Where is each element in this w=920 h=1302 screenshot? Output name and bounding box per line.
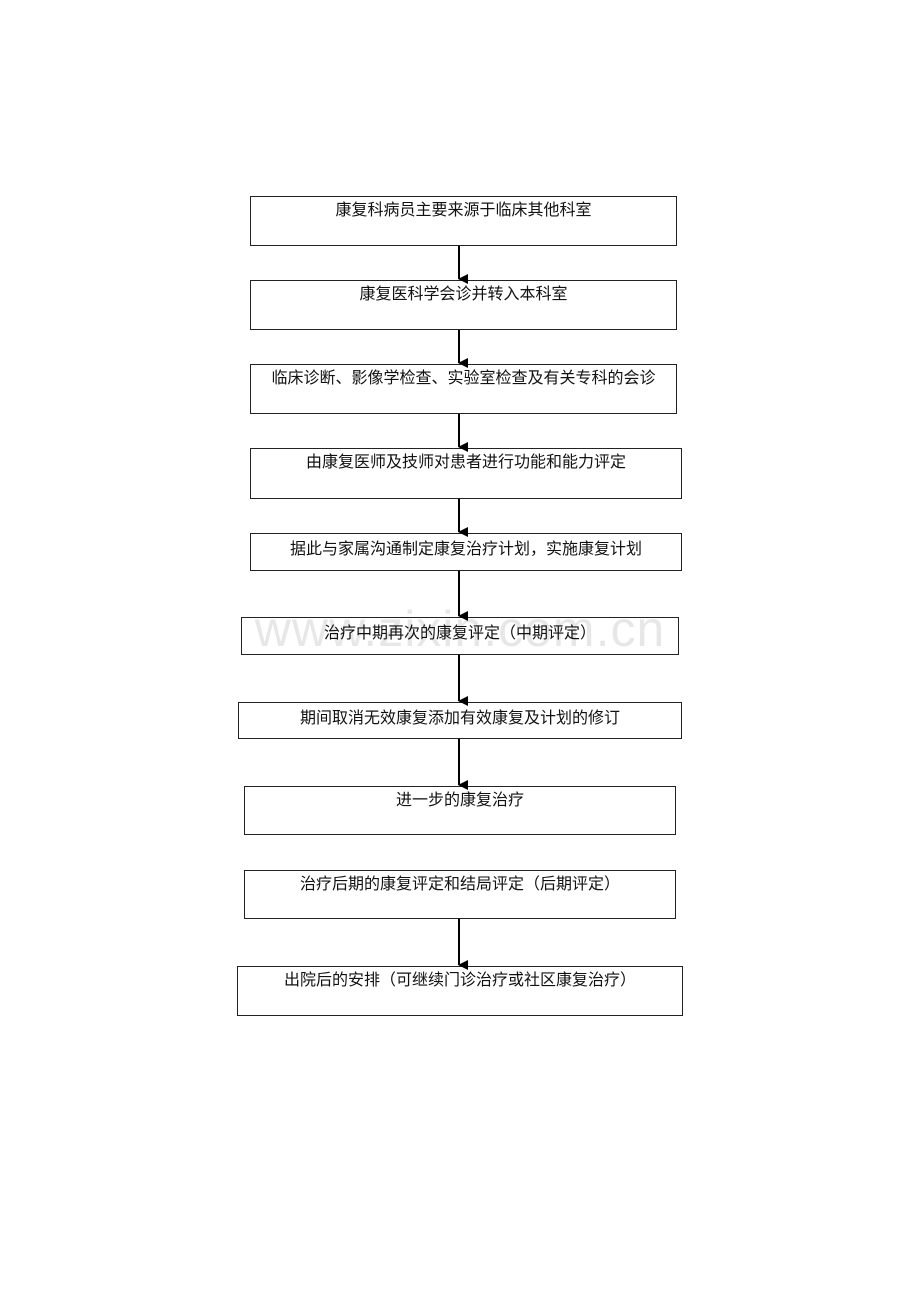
step-4-text: 由康复医师及技师对患者进行功能和能力评定 [305,452,626,471]
step-3-text: 临床诊断、影像学检查、实验室检查及有关专科的会诊 [271,368,656,387]
step-5-text: 据此与家属沟通制定康复治疗计划，实施康复计划 [289,539,642,558]
step-7-text: 期间取消无效康复添加有效康复及计划的修订 [299,708,620,727]
step-9-text: 治疗后期的康复评定和结局评定（后期评定） [299,874,620,893]
step-1-text: 康复科病员主要来源于临床其他科室 [335,200,592,219]
step-9-box: 治疗后期的康复评定和结局评定（后期评定） [244,870,676,919]
step-2-text: 康复医科学会诊并转入本科室 [359,284,568,303]
step-8-text: 进一步的康复治疗 [395,790,524,809]
step-6-text: 治疗中期再次的康复评定（中期评定） [323,623,596,642]
step-1-box: 康复科病员主要来源于临床其他科室 [250,196,677,246]
step-10-text: 出院后的安排（可继续门诊治疗或社区康复治疗） [283,970,636,989]
